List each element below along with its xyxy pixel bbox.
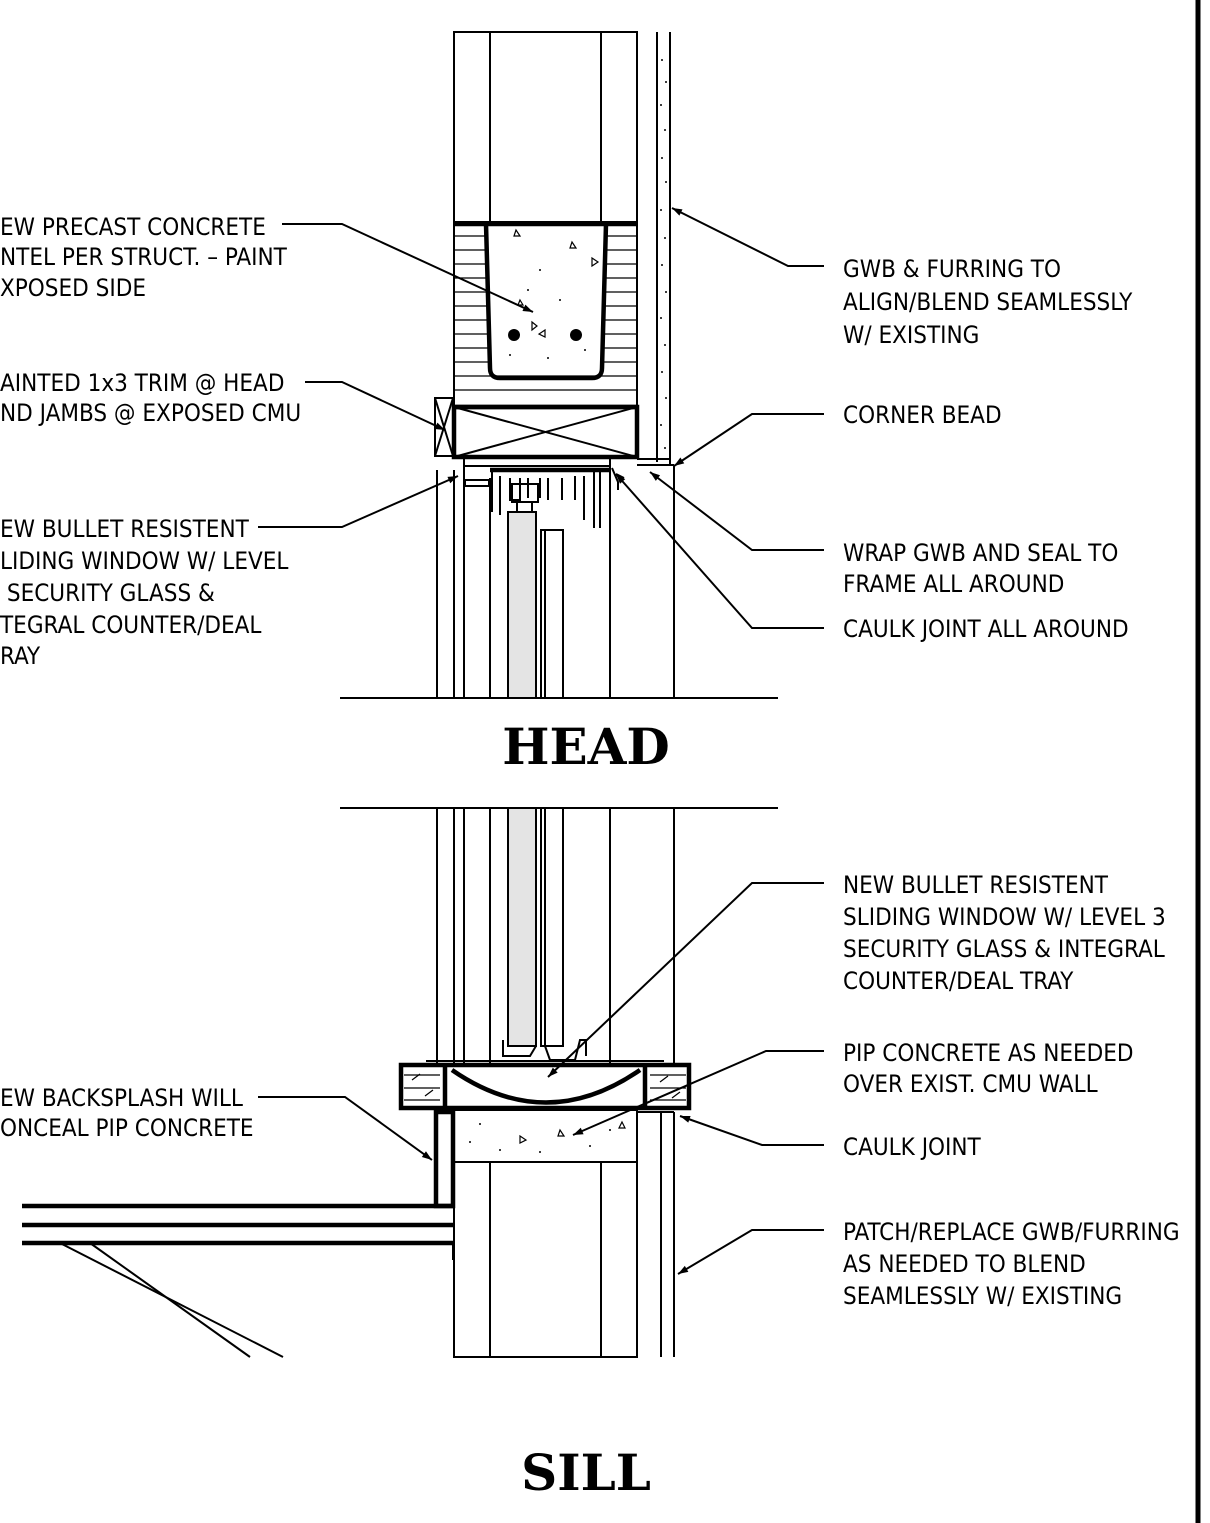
security-glass-head <box>507 511 537 699</box>
note-bullet-resistant-window-head: EW BULLET RESISTENT LIDING WINDOW W/ LEV… <box>0 0 336 670</box>
window-jamb-sill <box>436 807 675 1065</box>
counter-deal-tray <box>398 1060 692 1111</box>
note-painted-trim: AINTED 1x3 TRIM @ HEAD ND JAMBS @ EXPOSE… <box>0 369 301 427</box>
leader-lines <box>258 207 824 1275</box>
sill-notes-left: EW BACKSPLASH WILL ONCEAL PIP CONCRETE <box>0 1084 254 1142</box>
head-notes-right: GWB & FURRING TO ALIGN/BLEND SEAMLESSLY … <box>843 255 1139 643</box>
note-pip-concrete: PIP CONCRETE AS NEEDED OVER EXIST. CMU W… <box>843 1039 1140 1098</box>
note-gwb-furring: GWB & FURRING TO ALIGN/BLEND SEAMLESSLY … <box>843 255 1139 349</box>
note-wrap-gwb: WRAP GWB AND SEAL TO FRAME ALL AROUND <box>843 539 1125 598</box>
security-glass-sill <box>507 807 537 1047</box>
sill-title: SILL <box>521 1443 651 1502</box>
head-title: HEAD <box>502 717 670 776</box>
head-notes-left: EW PRECAST CONCRETE NTEL PER STRUCT. – P… <box>0 0 336 670</box>
pip-concrete <box>453 1109 638 1163</box>
sill-notes-right: NEW BULLET RESISTENT SLIDING WINDOW W/ L… <box>843 871 1186 1310</box>
note-bullet-resistant-window-sill: NEW BULLET RESISTENT SLIDING WINDOW W/ L… <box>843 871 1173 995</box>
note-caulk-joint: CAULK JOINT <box>843 1133 982 1161</box>
note-caulk-joint-all-around: CAULK JOINT ALL AROUND <box>843 615 1129 643</box>
wood-blocking <box>451 404 674 466</box>
precast-concrete-lintel <box>453 221 638 410</box>
window-frame-head <box>463 457 625 528</box>
note-precast-lintel: EW PRECAST CONCRETE NTEL PER STRUCT. – P… <box>0 213 294 302</box>
window-jamb-head <box>436 466 675 699</box>
note-patch-replace-gwb: PATCH/REPLACE GWB/FURRING AS NEEDED TO B… <box>843 1218 1186 1310</box>
gwb-furring-head <box>656 32 671 466</box>
backsplash-and-counter <box>22 1109 456 1358</box>
cmu-block-upper <box>453 31 638 223</box>
cmu-block-lower <box>453 1111 675 1358</box>
sill-detail: SILL <box>22 807 692 1502</box>
head-detail: HEAD <box>340 31 778 809</box>
note-backsplash: EW BACKSPLASH WILL ONCEAL PIP CONCRETE <box>0 1084 254 1142</box>
note-corner-bead: CORNER BEAD <box>843 401 1002 429</box>
